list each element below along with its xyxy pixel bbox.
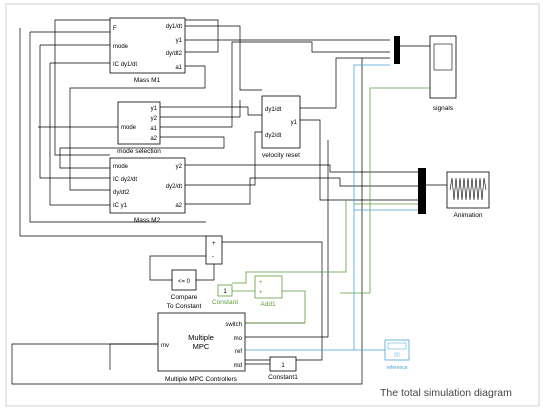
block-value: 1 [281,363,285,369]
block-name: reference [386,365,407,371]
mass-m2-block[interactable]: mode IC dy2/dt dy/dt2 IC y1 y2 dy2/dt a2… [109,157,186,224]
sign-label: + [259,280,263,286]
reference-block[interactable]: ▯▯ reference [384,339,410,371]
sign-label: - [212,254,214,260]
reference-icon [387,342,407,350]
block-name: velocity reset [262,152,300,159]
port-in-label: md [234,363,242,369]
port-out-label: a2 [150,136,157,142]
port-out-label: dy/dt2 [166,51,183,57]
port-out-label: dy2/dt [166,184,183,190]
wires-green [232,87,430,324]
port-out-label: dy1/dt [166,24,183,30]
mpc-title-line2: MPC [193,342,210,351]
port-in-label: F [113,26,117,32]
block-name: Constant [212,299,238,306]
block-name: Multiple MPC Controllers [165,376,238,383]
constant1-block[interactable]: 1 Constant1 [268,356,298,381]
block-name: Mass M1 [134,77,161,84]
port-out-label: y1 [151,106,158,112]
mux-signals[interactable] [394,36,400,64]
port-in-label: dy1/dt [265,107,282,113]
port-in-label: IC dy2/dt [113,177,137,183]
port-out-label: y1 [291,120,298,126]
block-value: 1 [223,289,227,295]
port-in-label: IC y1 [113,203,128,209]
port-in-label: mode [121,125,137,131]
mass-m1-block[interactable]: F mode IC dy1/dt dy1/dt y1 dy/dt2 a1 Mas… [109,17,186,84]
port-in-label: ref [235,349,242,355]
scope-screen [433,43,453,71]
port-in-label: dy/dt2 [113,190,130,196]
port-out-label: mv [161,343,169,349]
mpc-title-line1: Multiple [188,333,214,342]
port-out-label: y1 [176,38,183,44]
block-name-line1: Compare [171,294,198,301]
block-name-line2: To Constant [167,303,202,310]
wires-blue [245,64,418,351]
spring-icon [449,177,487,201]
diagram-frame [5,3,540,407]
sign-label: + [212,241,216,247]
velocity-reset-block[interactable]: dy1/dt dy2/dt y1 velocity reset [261,95,301,159]
port-out-label: a1 [175,65,182,71]
port-in-label: IC dy1/dt [113,62,137,68]
block-name: signals [433,105,454,112]
port-in-label: mo [234,336,243,342]
port-in-label: mode [113,164,129,170]
block-name: Add1 [260,301,276,308]
animation-block[interactable]: Animation [446,171,490,219]
mode-selection-block[interactable]: mode y1 y2 a1 a2 mode selection [117,101,161,155]
port-in-label: mode [113,44,129,50]
diagram-caption: The total simulation diagram [380,387,512,399]
sum-block[interactable]: + - [205,235,223,265]
block-name: Constant1 [268,374,298,381]
mpc-controllers-block[interactable]: Multiple MPC switch mo ref md mv Multipl… [157,312,246,383]
port-out-label: y2 [151,116,158,122]
block-name: Mass M2 [134,217,161,224]
port-out-label: a1 [150,126,157,132]
sign-label: + [259,290,263,296]
port-out-label: y2 [176,164,183,170]
wires-black [11,19,447,385]
svg-text:▯▯: ▯▯ [394,352,400,358]
block-name: Animation [454,212,483,219]
mux-animation[interactable] [418,168,426,214]
block-text: <= 0 [178,279,191,285]
port-in-label: switch [225,322,242,328]
port-out-label: a2 [175,203,182,209]
block-name: mode selection [117,148,161,155]
port-in-label: dy2/dt [265,133,282,139]
add1-block[interactable]: + + Add1 [254,275,283,308]
compare-to-constant-block[interactable]: <= 0 Compare To Constant [167,269,202,310]
signals-scope-block[interactable]: signals [429,35,457,112]
constant-block[interactable]: 1 Constant [212,284,238,306]
